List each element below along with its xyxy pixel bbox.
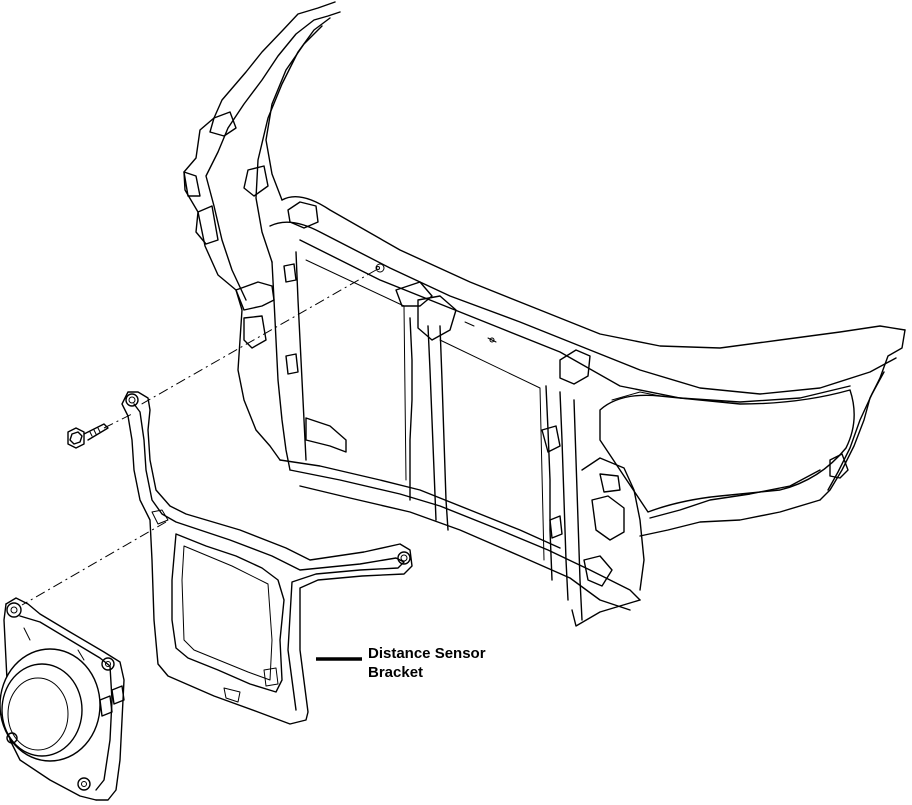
bolt (67, 423, 109, 449)
radiator-core-support (183, 1, 906, 627)
callout-label: Distance Sensor Bracket (368, 644, 486, 682)
distance-sensor-unit (0, 597, 125, 801)
callout-label-line2: Bracket (368, 664, 424, 681)
callout-label-line1: Distance Sensor (368, 645, 486, 662)
assembly-guide-lines (21, 269, 377, 606)
distance-sensor-bracket (121, 391, 413, 725)
